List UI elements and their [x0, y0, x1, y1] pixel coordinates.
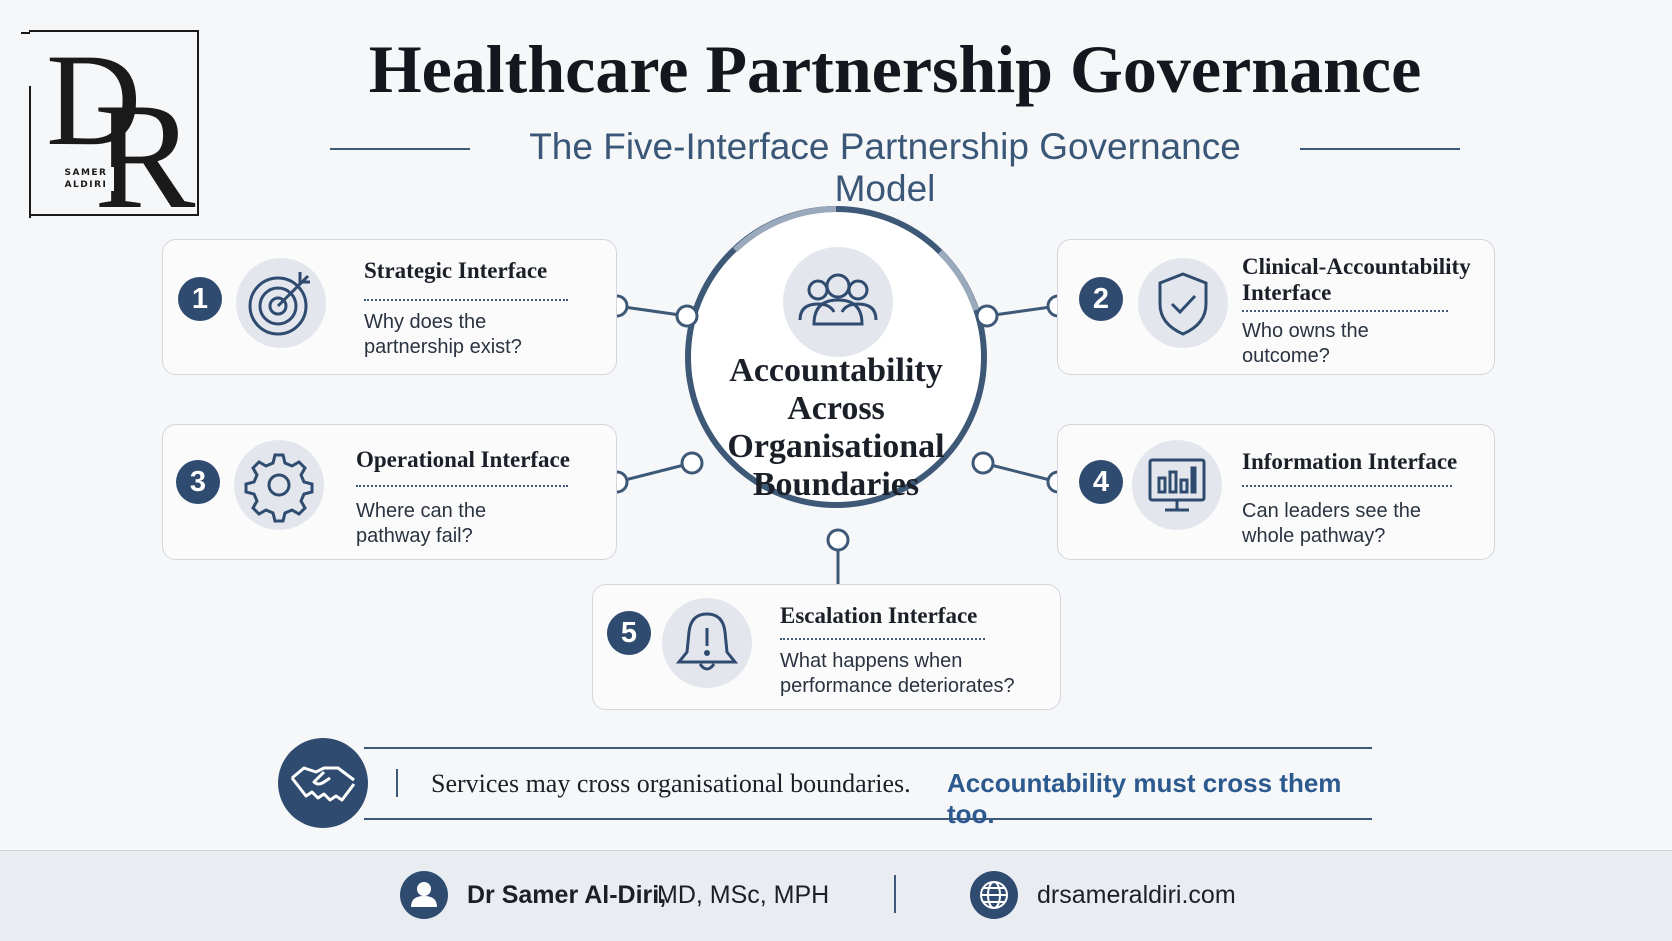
connector-4 — [982, 461, 1059, 484]
monitor-chart-icon — [1132, 440, 1222, 530]
subtitle-row: The Five-Interface Partnership Governanc… — [330, 126, 1460, 209]
connector-2 — [986, 304, 1059, 318]
interface-title: Information Interface — [1242, 449, 1458, 474]
interface-question: Where can the pathway fail? — [356, 500, 487, 547]
interface-question: Can leaders see the whole pathway? — [1242, 500, 1422, 547]
logo-letter-r: R — [94, 72, 196, 240]
website-link[interactable]: drsameraldiri.com — [1037, 881, 1236, 909]
author-credentials: MD, MSc, MPH — [657, 881, 830, 909]
interface-card-escalation[interactable]: 5 Escalation Interface What happens when… — [592, 584, 1061, 710]
connector-node — [975, 304, 999, 328]
author-name: Dr Samer Al-Diri, — [467, 881, 667, 909]
subtitle-rule-right — [1300, 148, 1460, 150]
logo-frame — [21, 30, 199, 216]
person-icon — [400, 871, 448, 919]
page-title: Healthcare Partnership Governance — [368, 31, 1422, 107]
interface-number: 1 — [178, 277, 222, 321]
hub-fill — [688, 209, 984, 505]
brand-logo: D R SAMER ALDIRI — [21, 26, 222, 232]
interface-number: 3 — [176, 460, 220, 504]
target-icon — [236, 258, 326, 348]
hub-label: Accountability Across Organisational Bou… — [727, 352, 945, 503]
interface-number: 4 — [1079, 460, 1123, 504]
connector-node — [675, 304, 699, 328]
handshake-icon — [278, 738, 368, 828]
connector-node — [680, 451, 704, 475]
footer: Dr Samer Al-Diri, MD, MSc, MPH drsameral… — [0, 850, 1672, 941]
interface-title: Strategic Interface — [364, 258, 548, 283]
subtitle-rule-left — [330, 148, 470, 150]
interface-title: Escalation Interface — [780, 603, 978, 628]
interface-question: What happens when performance deteriorat… — [780, 650, 1015, 697]
tagline-band: Services may cross organisational bounda… — [278, 738, 1378, 829]
bell-alert-icon — [662, 598, 752, 688]
connector-node — [971, 451, 995, 475]
interface-card-information[interactable]: 4 Information Interface Can leaders see … — [1057, 424, 1495, 560]
tagline-text: Services may cross organisational bounda… — [431, 769, 911, 798]
connector-node — [826, 528, 850, 552]
connector-1 — [616, 304, 688, 318]
page-subtitle: The Five-Interface Partnership Governanc… — [529, 126, 1241, 209]
interface-question: Why does the partnership exist? — [364, 311, 522, 358]
interface-title: Operational Interface — [356, 447, 570, 472]
connector-3 — [616, 461, 693, 484]
logo-letter-d: D — [46, 26, 142, 173]
globe-icon — [970, 871, 1018, 919]
interface-question: Who owns the outcome? — [1242, 320, 1369, 367]
interface-card-operational[interactable]: 3 Operational Interface Where can the pa… — [162, 424, 617, 560]
people-group-icon — [783, 247, 893, 357]
interface-card-strategic[interactable]: 1 Strategic Interface Why does the partn… — [162, 239, 617, 375]
gear-icon — [234, 440, 324, 530]
tagline-emphasis: Accountability must cross them too. — [947, 768, 1342, 829]
interface-number: 2 — [1079, 277, 1123, 321]
logo-text: SAMER ALDIRI — [58, 167, 114, 191]
interface-card-clinical-accountability[interactable]: 2 Clinical-Accountability Interface Who … — [1057, 239, 1495, 375]
shield-check-icon — [1138, 258, 1228, 348]
interface-number: 5 — [607, 611, 651, 655]
interface-title: Clinical-Accountability Interface — [1242, 254, 1471, 305]
